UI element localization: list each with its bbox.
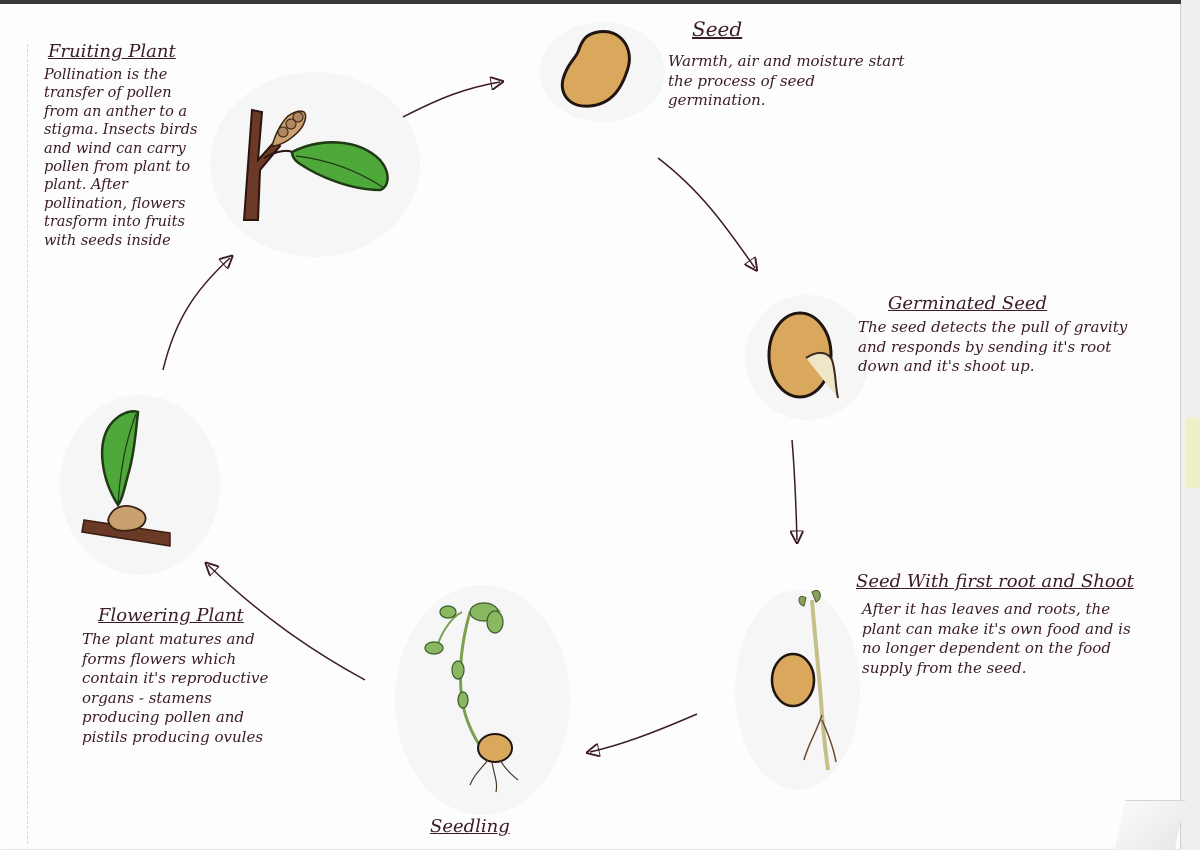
arrow-fruiting-to-seed — [402, 82, 500, 118]
seed-title: Seed — [692, 17, 743, 41]
seedling-title: Seedling — [430, 816, 510, 837]
arrow-flowering-to-fruiting — [162, 258, 230, 371]
first-root-drawing — [770, 589, 837, 771]
arrow-seedling-to-flowering — [208, 565, 366, 681]
fruiting-title: Fruiting Plant — [48, 41, 176, 62]
flowering-title: Flowering Plant — [98, 605, 244, 626]
seed-text: Warmth, air and moisture start the proce… — [668, 52, 905, 109]
germinated-text: The seed detects the pull of gravity and… — [858, 318, 1128, 375]
top-edge-line — [0, 0, 1200, 4]
arrow-germinated-to-first-root — [792, 439, 797, 540]
germinated-title: Germinated Seed — [888, 293, 1048, 314]
seed-drawing — [560, 30, 631, 108]
fruiting-drawing — [242, 108, 389, 221]
fruiting-text: Pollination is the transfer of pollen fr… — [44, 67, 198, 249]
seedling-drawing — [424, 602, 519, 793]
arrow-seed-to-germinated — [657, 157, 755, 268]
seedling-cutout — [395, 585, 570, 815]
arrow-first-root-to-seedling — [590, 713, 698, 752]
fold-guide — [27, 44, 28, 844]
flowering-cutout — [60, 395, 220, 575]
first-root-title: Seed With first root and Shoot — [856, 571, 1134, 592]
flowering-text: The plant matures and forms flowers whic… — [82, 630, 269, 746]
sticky-tab — [1186, 418, 1200, 488]
first-root-text: After it has leaves and roots, the plant… — [862, 600, 1131, 677]
flowering-drawing — [81, 410, 171, 547]
germinated-seed-drawing — [767, 311, 839, 399]
